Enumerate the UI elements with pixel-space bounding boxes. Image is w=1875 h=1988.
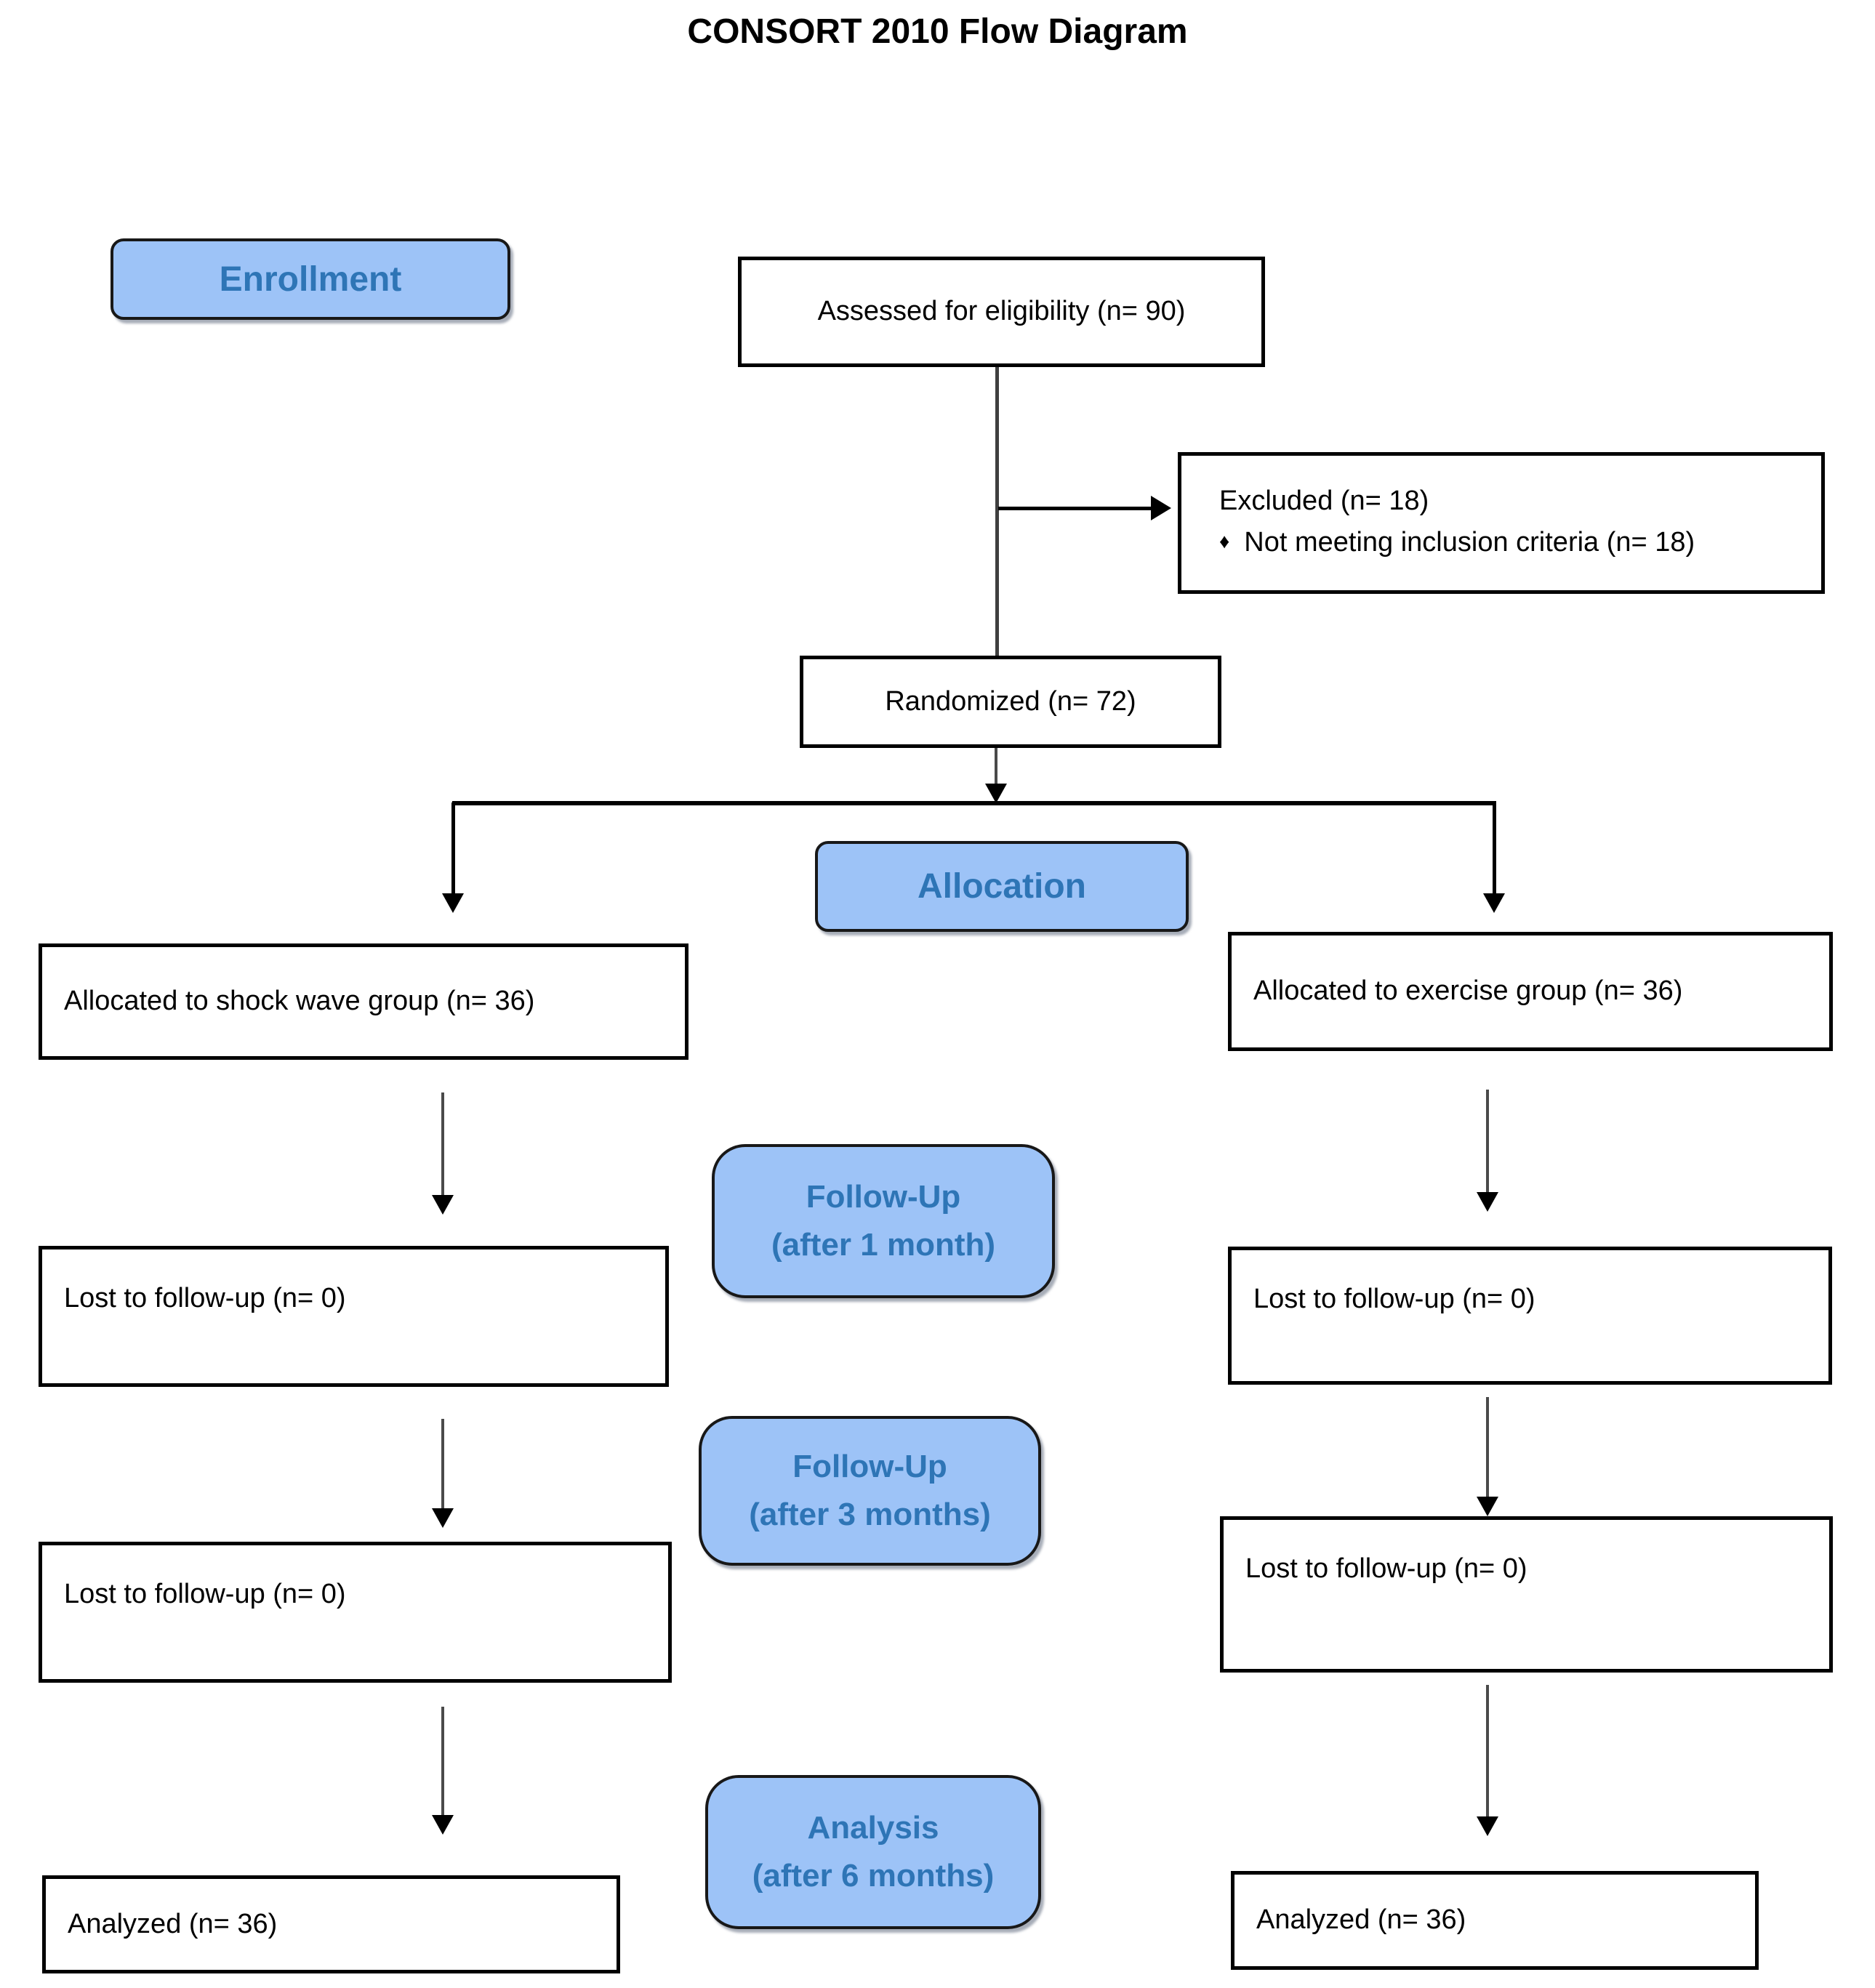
arrow-down-icon <box>1483 893 1505 913</box>
arrow-shaft <box>1493 802 1496 896</box>
randomized-box: Randomized (n= 72) <box>800 656 1221 748</box>
allocated-exercise-text: Allocated to exercise group (n= 36) <box>1253 975 1683 1007</box>
followup-1month-line1: Follow-Up <box>806 1179 961 1215</box>
analyzed-exercise-box: Analyzed (n= 36) <box>1231 1871 1759 1970</box>
arrow-randomized-to-split <box>985 748 1007 803</box>
excluded-box: Excluded (n= 18) ♦ Not meeting inclusion… <box>1178 452 1825 594</box>
arrow-split-to-shockwave <box>442 802 464 913</box>
split-line <box>452 801 1496 805</box>
arrow-down-icon <box>432 1508 454 1528</box>
arrow-right-icon <box>1151 496 1171 520</box>
enrollment-phase-badge: Enrollment <box>111 238 510 320</box>
analyzed-exercise-text: Analyzed (n= 36) <box>1256 1904 1466 1936</box>
excluded-bullet-text: Not meeting inclusion criteria (n= 18) <box>1244 527 1695 558</box>
arrow-shockwave-to-lost-1month <box>432 1092 454 1215</box>
arrow-exercise-to-lost-3months <box>1477 1397 1498 1516</box>
connector-assessed-to-randomized <box>995 367 999 656</box>
arrow-down-icon <box>1477 1816 1498 1836</box>
arrow-shaft <box>1486 1090 1489 1194</box>
arrow-shaft <box>995 748 997 786</box>
followup-3months-phase-badge: Follow-Up (after 3 months) <box>699 1416 1041 1566</box>
arrow-to-excluded-shaft <box>998 507 1152 510</box>
allocation-phase-label: Allocation <box>917 867 1086 906</box>
arrow-exercise-to-analyzed <box>1477 1685 1498 1836</box>
arrow-shockwave-to-lost-3months <box>432 1419 454 1528</box>
allocated-shockwave-box: Allocated to shock wave group (n= 36) <box>39 943 688 1060</box>
analysis-phase-badge: Analysis (after 6 months) <box>705 1775 1041 1929</box>
lost-3months-shockwave-text: Lost to follow-up (n= 0) <box>64 1579 346 1609</box>
analysis-line2: (after 6 months) <box>752 1858 995 1894</box>
followup-3months-line2: (after 3 months) <box>749 1497 991 1532</box>
arrow-shaft <box>441 1419 444 1510</box>
arrow-shaft <box>441 1707 444 1817</box>
followup-1month-phase-badge: Follow-Up (after 1 month) <box>712 1144 1055 1298</box>
arrow-shockwave-to-analyzed <box>432 1707 454 1835</box>
analyzed-shockwave-text: Analyzed (n= 36) <box>68 1908 278 1939</box>
arrow-down-icon <box>985 784 1007 803</box>
lost-1month-shockwave-text: Lost to follow-up (n= 0) <box>64 1283 346 1313</box>
arrow-down-icon <box>432 1815 454 1835</box>
allocated-exercise-box: Allocated to exercise group (n= 36) <box>1228 932 1833 1051</box>
analysis-line1: Analysis <box>807 1810 939 1846</box>
diagram-title: CONSORT 2010 Flow Diagram <box>687 12 1188 51</box>
lost-1month-exercise-text: Lost to follow-up (n= 0) <box>1253 1284 1535 1314</box>
followup-3months-line1: Follow-Up <box>792 1449 947 1484</box>
allocation-phase-badge: Allocation <box>815 841 1189 932</box>
allocated-shockwave-text: Allocated to shock wave group (n= 36) <box>64 986 535 1017</box>
lost-3months-shockwave-box: Lost to follow-up (n= 0) <box>39 1542 672 1683</box>
arrow-shaft <box>451 802 455 896</box>
arrow-to-excluded <box>998 496 1171 520</box>
arrow-down-icon <box>432 1195 454 1215</box>
arrow-down-icon <box>1477 1497 1498 1516</box>
lost-3months-exercise-box: Lost to follow-up (n= 0) <box>1220 1516 1833 1673</box>
arrow-split-to-exercise <box>1483 802 1505 913</box>
arrow-exercise-to-lost-1month <box>1477 1090 1498 1212</box>
excluded-title: Excluded (n= 18) <box>1219 486 1429 516</box>
arrow-down-icon <box>1477 1192 1498 1212</box>
analyzed-shockwave-box: Analyzed (n= 36) <box>42 1875 620 1973</box>
arrow-down-icon <box>442 893 464 913</box>
arrow-shaft <box>1486 1685 1489 1819</box>
followup-1month-line2: (after 1 month) <box>771 1227 995 1263</box>
lost-1month-exercise-box: Lost to follow-up (n= 0) <box>1228 1247 1832 1385</box>
enrollment-phase-label: Enrollment <box>219 259 402 299</box>
excluded-bullet-row: ♦ Not meeting inclusion criteria (n= 18) <box>1219 522 1807 565</box>
lost-1month-shockwave-box: Lost to follow-up (n= 0) <box>39 1246 669 1387</box>
randomized-text: Randomized (n= 72) <box>885 685 1136 717</box>
arrow-shaft <box>441 1092 444 1197</box>
assessed-for-eligibility-box: Assessed for eligibility (n= 90) <box>738 257 1265 367</box>
arrow-shaft <box>1486 1397 1489 1499</box>
lost-3months-exercise-text: Lost to follow-up (n= 0) <box>1245 1553 1527 1584</box>
diamond-bullet-icon: ♦ <box>1219 530 1230 552</box>
assessed-for-eligibility-text: Assessed for eligibility (n= 90) <box>817 296 1186 327</box>
